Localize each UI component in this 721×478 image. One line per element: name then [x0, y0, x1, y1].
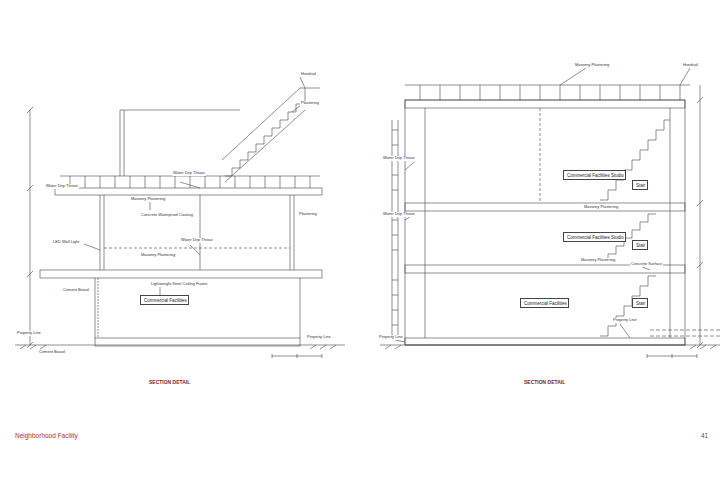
room-name: Commercial Facilities Studio — [567, 235, 622, 240]
room-label-box: Commercial Facilities — [520, 298, 569, 308]
room-label-box: Commercial Facilities — [140, 295, 189, 305]
annotation-label: Cement Board — [62, 288, 90, 293]
annotation-label: Masonry Plastering — [130, 197, 166, 202]
annotation-label: Plastering — [300, 101, 320, 106]
annotation-label: Water Drip Throat — [382, 212, 416, 217]
section-title: SECTION DETAIL — [523, 380, 566, 386]
room-name: Stair — [636, 301, 644, 306]
room-name: Commercial Facilities — [524, 301, 565, 306]
annotation-label: Property Line — [612, 318, 638, 323]
page-number: 41 — [700, 432, 709, 439]
annotation-label: Property Line — [378, 335, 404, 340]
annotation-label: Water Drip Throat — [180, 238, 214, 243]
annotation-label: Handrail — [682, 63, 699, 68]
annotation-label: Water Drip Throat — [45, 184, 79, 189]
section-title: SECTION DETAIL — [148, 380, 191, 386]
annotation-label: Cement Board — [38, 350, 66, 355]
stair-tag: Stair — [632, 240, 648, 250]
annotation-label: Masonry Plastering — [583, 205, 619, 210]
room-name: Commercial Facilities Studio — [567, 173, 622, 178]
annotation-label: Masonry Plastering — [574, 63, 610, 68]
annotation-label: Handrail — [300, 72, 317, 77]
stair-tag: Stair — [632, 298, 648, 308]
annotation-label: Lightweight Steel Ceiling Frame — [150, 282, 208, 287]
annotation-label: Masonry Plastering — [140, 253, 176, 258]
annotation-label: Concrete Surface — [630, 262, 663, 267]
annotation-label: LED Wall Light — [52, 240, 80, 245]
right-section — [380, 68, 720, 358]
room-name: Commercial Facilities — [144, 298, 185, 303]
room-label-box: Commercial Facilities Studio — [563, 232, 626, 242]
left-section — [15, 77, 345, 358]
room-name: Stair — [636, 243, 644, 248]
annotation-label: Property Line — [16, 331, 42, 336]
page-footer: Neighborhood Facility — [14, 432, 79, 439]
annotation-label: Water Drip Throat — [382, 156, 416, 161]
stair-tag: Stair — [632, 180, 648, 190]
annotation-label: Concrete Waterproof Coating — [140, 213, 194, 218]
room-name: Stair — [636, 183, 644, 188]
room-label-box: Commercial Facilities Studio — [563, 170, 626, 180]
annotation-label: Masonry Plastering — [580, 258, 616, 263]
annotation-label: Plastering — [298, 212, 318, 217]
annotation-label: Water Drip Throat — [172, 171, 206, 176]
annotation-label: Property Line — [306, 335, 332, 340]
